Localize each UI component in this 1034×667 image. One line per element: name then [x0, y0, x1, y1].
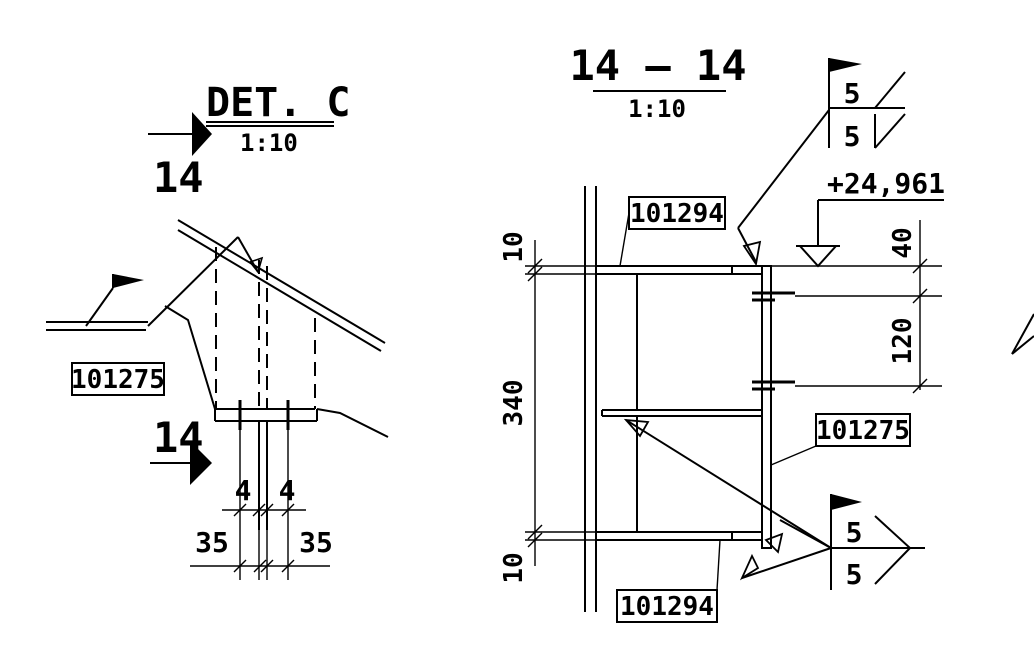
- bolt-marks-section: [752, 291, 795, 391]
- beam-profile: [596, 265, 762, 541]
- part-label-101275-left: 101275: [71, 362, 165, 396]
- svg-text:40: 40: [888, 227, 918, 258]
- svg-text:120: 120: [888, 318, 918, 365]
- part-label-101294-bottom: 101294: [616, 539, 721, 623]
- weld-symbol-top: 5 5: [737, 58, 906, 267]
- svg-text:10: 10: [499, 231, 529, 262]
- svg-text:4: 4: [279, 474, 296, 507]
- column: [584, 186, 597, 612]
- dimensions-left: 10 340 10: [499, 231, 596, 584]
- svg-text:101275: 101275: [71, 365, 165, 395]
- section-title: 14 – 14: [569, 41, 746, 90]
- section-14-14: 14 – 14 1:10: [499, 41, 945, 623]
- svg-text:4: 4: [235, 474, 252, 507]
- elevation-marker: +24,961: [796, 167, 945, 268]
- bolt-marks: [238, 400, 290, 430]
- svg-text:35: 35: [195, 526, 229, 559]
- sloped-beam: [177, 219, 386, 352]
- partial-symbol-edge: [1011, 313, 1034, 355]
- svg-text:5: 5: [844, 77, 861, 110]
- svg-text:+24,961: +24,961: [827, 167, 945, 200]
- svg-text:101294: 101294: [620, 592, 714, 622]
- part-label-101294-top: 101294: [619, 196, 726, 267]
- svg-text:340: 340: [499, 380, 529, 427]
- weld-symbol-bottom: 5 5: [623, 418, 925, 591]
- detail-c: DET. C 1:10 14 14: [46, 80, 389, 580]
- dimensions-detail: 4 4 35 35: [190, 430, 333, 580]
- section-scale: 1:10: [628, 95, 686, 123]
- svg-text:101275: 101275: [816, 416, 910, 446]
- svg-text:35: 35: [299, 526, 333, 559]
- svg-text:5: 5: [846, 558, 863, 591]
- svg-text:14: 14: [153, 413, 204, 462]
- dimensions-right: 40 120: [771, 220, 942, 394]
- detail-scale: 1:10: [240, 129, 298, 157]
- part-label-101275-right: 101275: [770, 413, 911, 466]
- svg-text:101294: 101294: [630, 199, 724, 229]
- svg-text:5: 5: [846, 516, 863, 549]
- section-marker-top: 14: [148, 112, 212, 202]
- svg-text:10: 10: [499, 552, 529, 583]
- end-plate: [761, 265, 772, 549]
- section-marker-bottom: 14: [150, 413, 212, 485]
- detail-title: DET. C: [206, 80, 351, 126]
- svg-text:14: 14: [153, 153, 204, 202]
- svg-text:5: 5: [844, 120, 861, 153]
